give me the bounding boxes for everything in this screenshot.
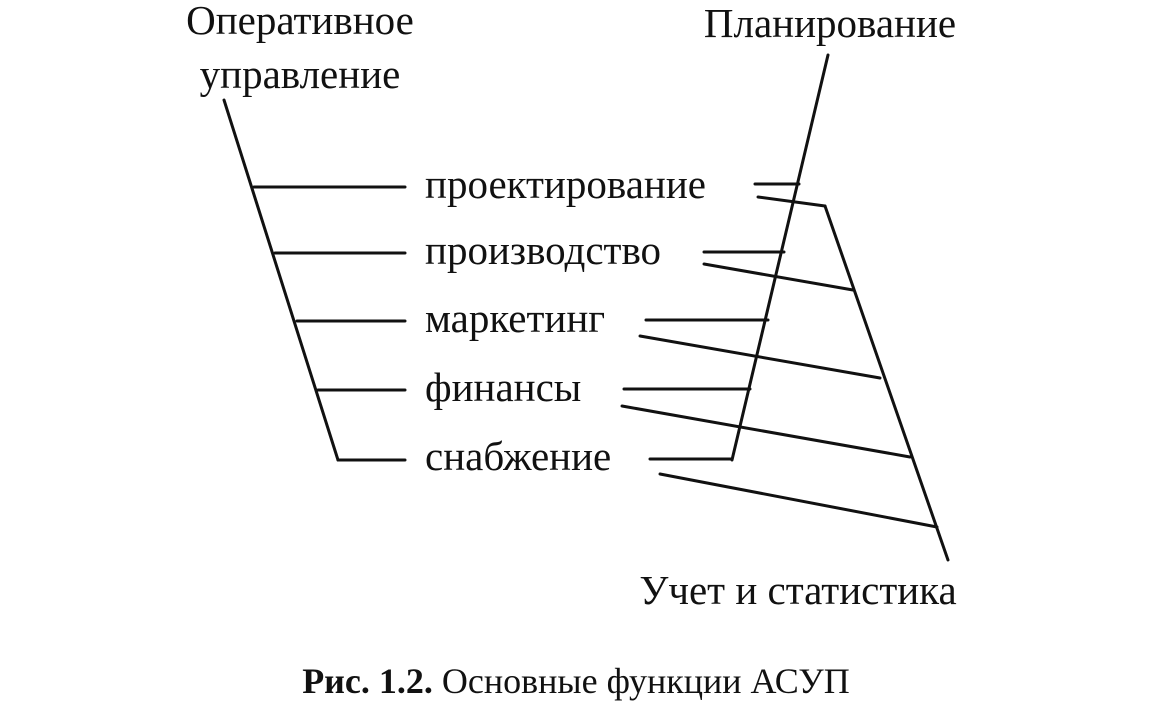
connector-accounting-finance <box>620 404 912 459</box>
connector-accounting-design <box>756 195 827 208</box>
planning-title: Планирование <box>704 0 956 46</box>
operational-management-title-line2: управление <box>200 51 401 97</box>
connector-accounting-supply <box>658 472 939 529</box>
accounting-statistics-title: Учет и статистика <box>639 567 956 613</box>
accounting-spine-line <box>823 204 950 562</box>
figure-caption: Рис. 1.2. Основные функции АСУП <box>302 661 850 701</box>
function-label-production: производство <box>425 227 661 273</box>
function-label-supply: снабжение <box>425 433 611 479</box>
figure-caption-text: Основные функции АСУП <box>433 661 850 701</box>
planning-spine-line <box>730 53 830 462</box>
operational-spine-line <box>222 98 340 462</box>
connector-accounting-marketing <box>638 334 882 380</box>
function-label-finance: финансы <box>425 364 581 410</box>
function-label-marketing: маркетинг <box>425 295 605 341</box>
figure-caption-number: Рис. 1.2. <box>302 661 433 701</box>
function-label-design: проектирование <box>425 161 706 207</box>
operational-management-title-line1: Оперативное <box>186 0 414 43</box>
connector-accounting-production <box>702 262 855 292</box>
